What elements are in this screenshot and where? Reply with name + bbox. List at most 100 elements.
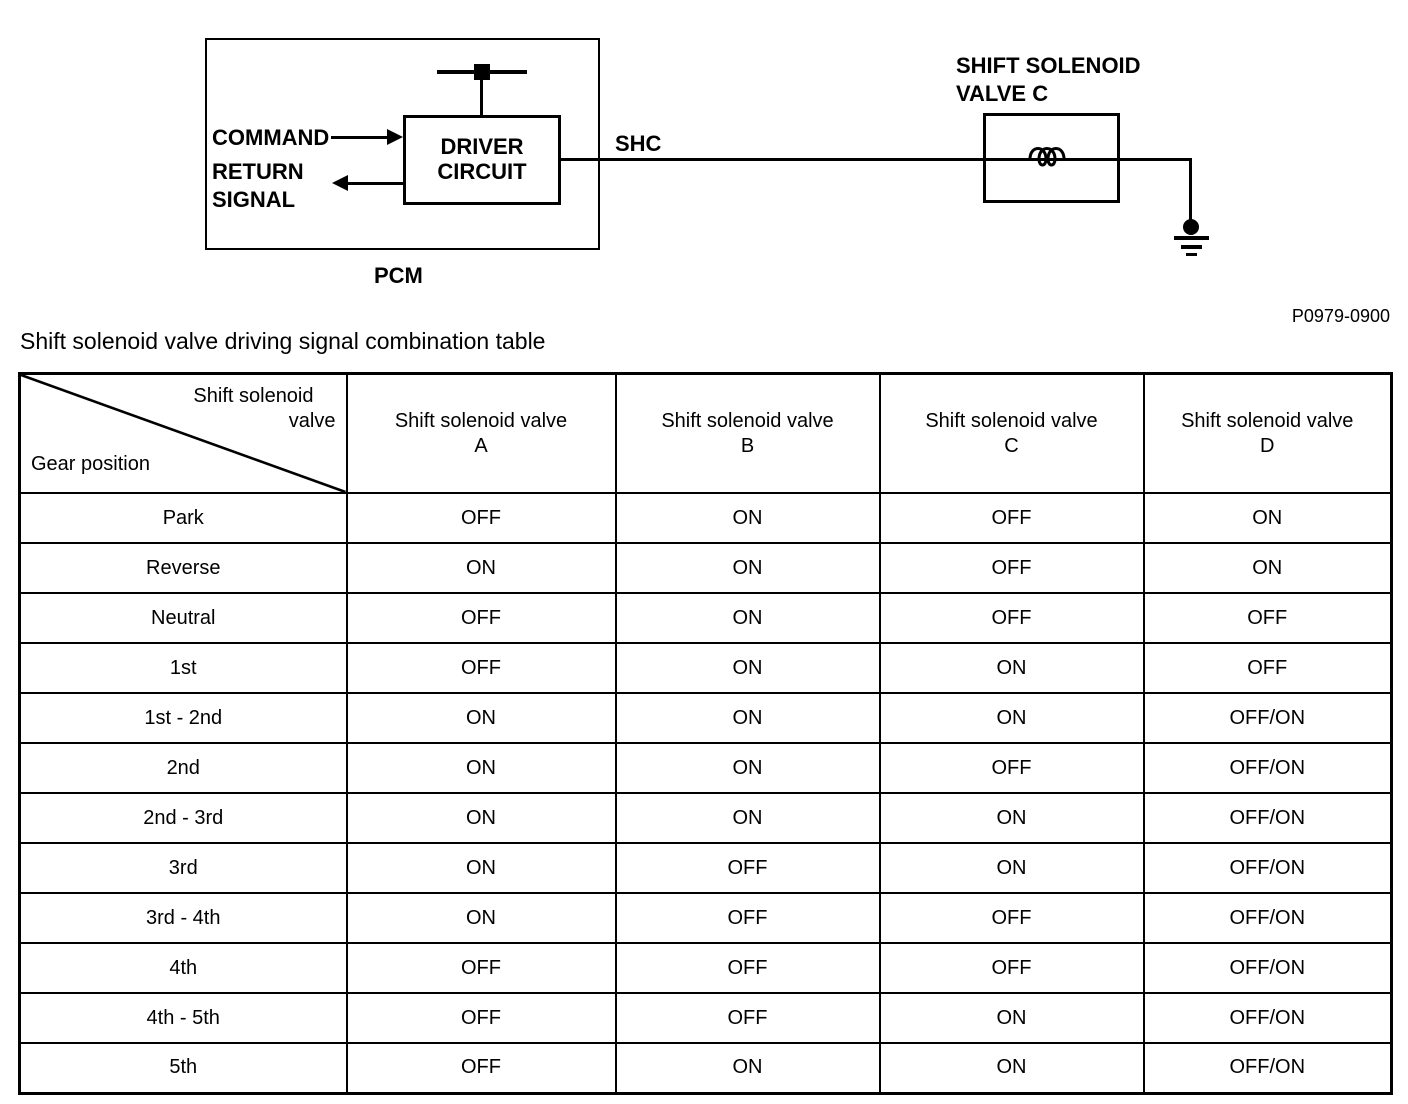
valve-a-cell: OFF — [345, 1042, 617, 1094]
gear-cell: 5th — [18, 1042, 348, 1094]
solenoid-label-line2: VALVE C — [956, 81, 1049, 106]
valve-d-cell: OFF/ON — [1142, 992, 1393, 1044]
pcm-label: PCM — [374, 263, 423, 288]
valve-b-cell: OFF — [614, 992, 881, 1044]
corner-label-gear-position: Gear position — [31, 453, 150, 475]
valve-d-cell: OFF/ON — [1142, 1042, 1393, 1094]
return-signal-label-line1: RETURN — [212, 159, 304, 184]
valve-d-cell: OFF/ON — [1142, 892, 1393, 944]
valve-a-cell: OFF — [345, 642, 617, 694]
command-label: COMMAND — [212, 125, 330, 150]
valve-c-cell: OFF — [878, 742, 1145, 794]
valve-b-cell: ON — [614, 542, 881, 594]
table-row: 2nd ON ON OFF OFF/ON — [18, 742, 1393, 794]
table-caption: Shift solenoid valve driving signal comb… — [20, 328, 546, 354]
valve-a-cell: OFF — [345, 492, 617, 544]
valve-a-cell: OFF — [345, 592, 617, 644]
table-row: 1st OFF ON ON OFF — [18, 642, 1393, 694]
gear-cell: 1st — [18, 642, 348, 694]
valve-c-cell: OFF — [878, 542, 1145, 594]
gear-cell: Neutral — [18, 592, 348, 644]
ground-icon-bar1 — [1174, 236, 1209, 240]
valve-b-cell: ON — [614, 592, 881, 644]
valve-c-cell: OFF — [878, 492, 1145, 544]
valve-c-cell: OFF — [878, 942, 1145, 994]
ground-junction-dot — [1183, 219, 1199, 235]
gear-cell: 4th - 5th — [18, 992, 348, 1044]
valve-b-cell: ON — [614, 692, 881, 744]
table-row: Neutral OFF ON OFF OFF — [18, 592, 1393, 644]
shc-wire — [560, 158, 1192, 161]
valve-a-cell: ON — [345, 692, 617, 744]
diagonal-divider — [21, 375, 346, 492]
table-row: Reverse ON ON OFF ON — [18, 542, 1393, 594]
valve-b-cell: ON — [614, 742, 881, 794]
gear-cell: 3rd — [18, 842, 348, 894]
valve-d-cell: OFF/ON — [1142, 792, 1393, 844]
ground-wire — [1189, 158, 1192, 224]
valve-d-cell: OFF/ON — [1142, 742, 1393, 794]
table-row: 4th - 5th OFF OFF ON OFF/ON — [18, 992, 1393, 1044]
combination-table: Shift solenoid valve Gear position Shift… — [18, 372, 1393, 1095]
gear-cell: 4th — [18, 942, 348, 994]
valve-d-cell: ON — [1142, 542, 1393, 594]
valve-a-cell: ON — [345, 892, 617, 944]
gear-cell: Reverse — [18, 542, 348, 594]
valve-c-cell: ON — [878, 792, 1145, 844]
driver-circuit-label-line1: DRIVER — [440, 134, 524, 159]
table-row: Park OFF ON OFF ON — [18, 492, 1393, 544]
valve-d-cell: OFF — [1142, 642, 1393, 694]
return-signal-label-line2: SIGNAL — [212, 187, 296, 212]
valve-d-cell: OFF/ON — [1142, 692, 1393, 744]
valve-b-cell: ON — [614, 642, 881, 694]
corner-label-valve-line1: Shift solenoid — [193, 385, 314, 407]
ground-icon-bar3 — [1186, 253, 1197, 256]
valve-c-cell: ON — [878, 642, 1145, 694]
solenoid-box — [983, 113, 1120, 203]
valve-b-cell: ON — [614, 492, 881, 544]
gear-cell: 2nd - 3rd — [18, 792, 348, 844]
pcm-box — [205, 38, 600, 250]
circuit-diagram: PCM DRIVER CIRCUIT COMMAND RETURN SIGNAL… — [0, 0, 1408, 330]
valve-a-cell: OFF — [345, 942, 617, 994]
valve-a-cell: ON — [345, 542, 617, 594]
valve-d-cell: OFF — [1142, 592, 1393, 644]
inductor-coil-icon — [1028, 147, 1066, 167]
command-arrowhead-icon — [387, 129, 403, 145]
power-symbol-stem — [480, 72, 483, 116]
driver-circuit-label-line2: CIRCUIT — [437, 159, 527, 184]
valve-c-cell: ON — [878, 1042, 1145, 1094]
valve-a-cell: ON — [345, 792, 617, 844]
driver-circuit-box: DRIVER CIRCUIT — [403, 115, 561, 205]
column-header-valve-d: Shift solenoid valve D — [1142, 372, 1393, 494]
valve-c-cell: ON — [878, 692, 1145, 744]
solenoid-label-line1: SHIFT SOLENOID — [956, 53, 1141, 78]
column-header-valve-a: Shift solenoid valve A — [345, 372, 617, 494]
return-arrow-line — [346, 182, 405, 185]
valve-d-cell: OFF/ON — [1142, 842, 1393, 894]
corner-header-cell: Shift solenoid valve Gear position — [18, 372, 348, 494]
ground-icon-bar2 — [1181, 245, 1202, 249]
gear-cell: 1st - 2nd — [18, 692, 348, 744]
corner-label-valve-line2: valve — [288, 410, 336, 432]
gear-cell: 2nd — [18, 742, 348, 794]
table-header-row: Shift solenoid valve Gear position Shift… — [18, 372, 1393, 494]
valve-a-cell: ON — [345, 842, 617, 894]
valve-b-cell: OFF — [614, 892, 881, 944]
valve-d-cell: ON — [1142, 492, 1393, 544]
valve-d-cell: OFF/ON — [1142, 942, 1393, 994]
valve-b-cell: ON — [614, 792, 881, 844]
gear-cell: 3rd - 4th — [18, 892, 348, 944]
return-arrowhead-icon — [332, 175, 348, 191]
valve-c-cell: OFF — [878, 592, 1145, 644]
figure-reference: P0979-0900 — [1291, 306, 1390, 326]
column-header-valve-b: Shift solenoid valve B — [614, 372, 881, 494]
table-row: 3rd ON OFF ON OFF/ON — [18, 842, 1393, 894]
gear-cell: Park — [18, 492, 348, 544]
table-row: 5th OFF ON ON OFF/ON — [18, 1042, 1393, 1094]
column-header-valve-c: Shift solenoid valve C — [878, 372, 1145, 494]
table-row: 3rd - 4th ON OFF OFF OFF/ON — [18, 892, 1393, 944]
valve-c-cell: OFF — [878, 892, 1145, 944]
valve-a-cell: OFF — [345, 992, 617, 1044]
